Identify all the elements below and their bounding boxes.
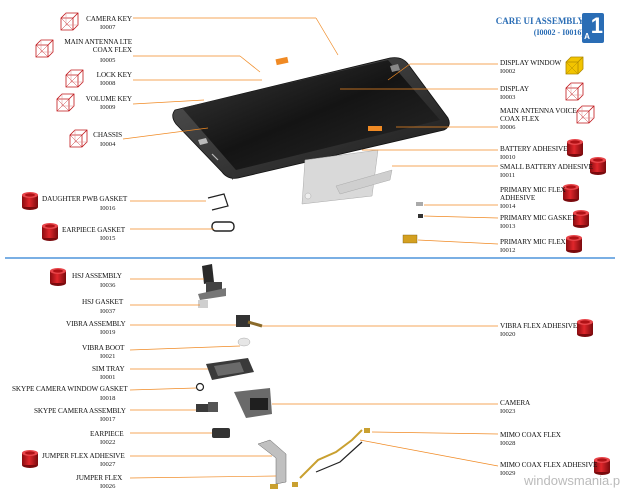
label-main-antenna-lte-line2: COAX FLEX [92,46,132,54]
code-small-battery-adhesive: I0011 [500,172,516,179]
title-block: CARE UI ASSEMBLY (I0002 - I0016) 1 A [482,10,614,50]
code-lock-key: I0008 [100,80,116,87]
code-skype-camera-window-gasket: I0018 [100,395,116,402]
phone-assembly [172,56,450,180]
label-vibra-boot: VIBRA BOOT [82,344,125,352]
label-earpiece: EARPIECE [90,430,124,438]
badge-number: 1 [590,13,603,38]
code-jumper-flex: I0026 [100,483,116,490]
label-mimo-coax-flex: MIMO COAX FLEX [500,431,561,439]
code-hsj-gasket: I0037 [100,308,116,315]
red-cylinder-icon [42,223,58,241]
watermark-part1: windows [524,473,574,488]
diagram-title: CARE UI ASSEMBLY [495,16,584,26]
code-skype-camera-assembly: I0017 [100,416,116,423]
watermark-part2: mania.pl [573,473,620,488]
battery-adhesive-sheets [301,149,393,205]
code-hsj-assembly: I0036 [100,282,116,289]
code-primary-mic-gasket: I0013 [500,223,516,230]
primary-mic-parts [402,202,423,244]
label-camera: CAMERA [500,399,531,407]
label-primary-mic-gasket: PRIMARY MIC GASKET [500,214,576,222]
code-earpiece-gasket: I0015 [100,235,116,242]
label-primary-mic-flex: PRIMARY MIC FLEX [500,238,566,246]
diagram-code-range: (I0002 - I0016) [533,28,584,37]
label-mimo-coax-flex-adhesive: MIMO COAX FLEX ADHESIVE [500,461,598,469]
label-primary-mic-flex-adhesive-line2: ADHESIVE [500,194,536,202]
red-cylinder-icon [567,139,583,157]
label-small-battery-adhesive: SMALL BATTERY ADHESIVE [500,163,593,171]
label-main-antenna-lte-line1: MAIN ANTENNA LTE [64,38,132,46]
label-jumper-flex: JUMPER FLEX [76,474,123,482]
lower-assembly-parts [195,264,370,489]
label-display: DISPLAY [500,85,529,93]
code-volume-key: I0009 [100,104,116,111]
label-volume-key: VOLUME KEY [85,95,132,103]
code-main-antenna-lte: I0005 [100,57,116,64]
red-cylinder-icon [22,192,38,210]
code-vibra-boot: I0021 [100,353,116,360]
code-jumper-flex-adhesive: I0027 [100,461,116,468]
badge-letter: A [584,32,590,41]
code-display: I0003 [500,94,516,101]
label-hsj-assembly: HSJ ASSEMBLY [72,272,122,280]
section-badge: 1 A [582,13,604,43]
code-camera-key: I0007 [100,24,116,31]
label-vibra-flex-adhesive: VIBRA FLEX ADHESIVE [500,322,578,330]
label-skype-camera-window-gasket: SKYPE CAMERA WINDOW GASKET [12,385,128,393]
label-main-antenna-voice-line1: MAIN ANTENNA VOICE [500,107,577,115]
code-daughter-pwb-gasket: I0016 [100,205,116,212]
label-display-window: DISPLAY WINDOW [500,59,562,67]
label-daughter-pwb-gasket: DAUGHTER PWB GASKET [42,195,128,203]
label-main-antenna-voice-line2: COAX FLEX [500,115,540,123]
code-mimo-coax-flex: I0028 [500,440,516,447]
label-primary-mic-flex-adhesive-line1: PRIMARY MIC FLEX [500,186,566,194]
leader-lines [122,17,499,479]
label-chassis: CHASSIS [93,131,122,139]
wireframe-box-icon [576,105,595,124]
label-lock-key: LOCK KEY [96,71,132,79]
code-display-window: I0002 [500,68,516,75]
red-cylinder-icon [577,319,593,337]
code-sim-tray: I0001 [100,374,116,381]
label-battery-adhesive: BATTERY ADHESIVE [500,145,568,153]
code-chassis: I0004 [100,141,116,148]
label-sim-tray: SIM TRAY [92,365,125,373]
red-cylinder-icon [50,268,66,286]
code-primary-mic-flex-adhesive: I0014 [500,203,516,210]
code-primary-mic-flex: I0012 [500,247,516,254]
earpiece-gasket-part [211,221,235,232]
code-main-antenna-voice: I0006 [500,124,516,131]
code-earpiece: I0022 [100,439,116,446]
watermark: windowsmania.pl [524,473,620,488]
yellow-box-icon [565,56,584,75]
label-jumper-flex-adhesive: JUMPER FLEX ADHESIVE [42,452,125,460]
daughter-pwb-gasket-part [207,193,229,211]
label-vibra-assembly: VIBRA ASSEMBLY [66,320,126,328]
red-cylinder-icon [22,450,38,468]
label-hsj-gasket: HSJ GASKET [82,298,124,306]
wireframe-box-icon [565,82,584,101]
code-camera: I0023 [500,408,516,415]
code-mimo-coax-flex-adhesive: I0029 [500,470,516,477]
label-skype-camera-assembly: SKYPE CAMERA ASSEMBLY [34,407,126,415]
label-earpiece-gasket: EARPIECE GASKET [62,226,125,234]
red-cylinder-icon [566,235,582,253]
label-camera-key: CAMERA KEY [86,15,132,23]
code-battery-adhesive: I0010 [500,154,516,161]
code-vibra-flex-adhesive: I0020 [500,331,516,338]
code-vibra-assembly: I0019 [100,329,116,336]
